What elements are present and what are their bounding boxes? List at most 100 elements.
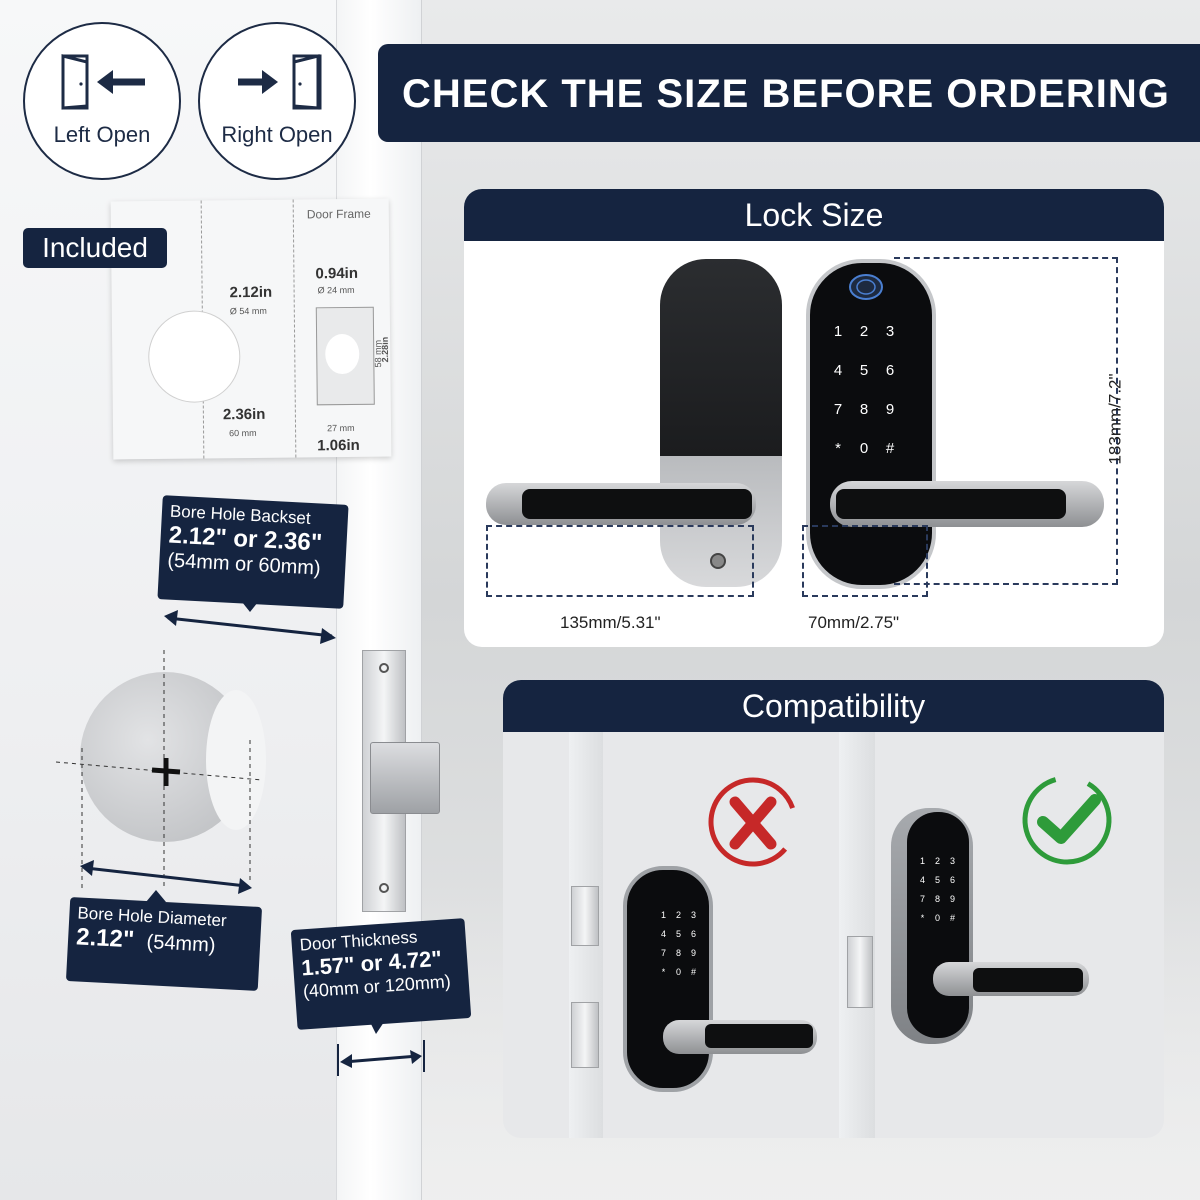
right-open-label: Right Open <box>221 122 333 147</box>
lock-back-unit <box>660 259 782 587</box>
keypad-key: 8 <box>934 894 940 904</box>
keypad-key: 7 <box>833 401 843 418</box>
keypad-key: 2 <box>859 323 869 340</box>
keypad-key: 3 <box>885 323 895 340</box>
keypad-key: 1 <box>833 323 843 340</box>
keypad-key: 7 <box>919 894 925 904</box>
left-open-label: Left Open <box>53 122 151 147</box>
keypad-key: 6 <box>885 362 895 379</box>
latch-mm-label: Ø 24 mm <box>317 284 355 296</box>
keypad-key: 0 <box>934 913 940 923</box>
keypad-key: 8 <box>859 401 869 418</box>
diameter-callout: Bore Hole Diameter 2.12" (54mm) <box>65 897 263 991</box>
bore-hole-guides <box>56 650 263 894</box>
compatible-lever-insert <box>973 968 1083 992</box>
keypad-key: 6 <box>690 929 696 939</box>
bore-hole-latch-notch <box>206 690 266 830</box>
compatibility-title: Compatibility <box>503 680 1164 732</box>
deadbolt-plate <box>571 886 599 946</box>
banner-title: CHECK THE SIZE BEFORE ORDERING <box>402 72 1170 116</box>
keypad-key: 6 <box>949 875 955 885</box>
keypad-key: 8 <box>675 948 681 958</box>
keypad-key: 5 <box>675 929 681 939</box>
screw-icon <box>379 883 389 893</box>
screw-icon <box>379 663 389 673</box>
keypad-key: 9 <box>885 401 895 418</box>
key-cylinder-icon <box>710 553 726 569</box>
door-frame-good <box>839 732 875 1138</box>
keypad-key: 7 <box>660 948 666 958</box>
left-open-badge: Left Open <box>23 22 181 180</box>
incompatible-lever-insert <box>705 1024 813 1048</box>
diameter-value: 2.12" <box>75 923 135 954</box>
backset-dimension-arrow <box>164 602 336 644</box>
depth-dimension-box <box>802 525 928 597</box>
keypad-key: 4 <box>919 875 925 885</box>
lock-front-lever-insert <box>836 489 1066 519</box>
lock-front-unit <box>806 259 936 589</box>
plate-width-in: 1.06in <box>317 436 360 455</box>
latch-bolt <box>370 742 440 814</box>
bore-mm-label: Ø 54 mm <box>229 305 267 317</box>
latch-in-label: 0.94in <box>315 264 359 283</box>
door-left-arrow-icon <box>61 54 145 110</box>
included-tag: Included <box>23 228 167 268</box>
incompatible-lock <box>623 866 713 1092</box>
keypad-key: * <box>920 913 925 923</box>
compatible-latch-plate <box>847 936 873 1008</box>
keypad-key: 1 <box>660 910 666 920</box>
keypad-key: 4 <box>833 362 843 379</box>
keypad-key: # <box>949 913 955 923</box>
diameter-metric: (54mm) <box>146 931 216 957</box>
keypad-key: 5 <box>934 875 940 885</box>
lock-back-lever-insert <box>522 489 752 519</box>
thickness-callout: Door Thickness 1.57" or 4.72" (40mm or 1… <box>290 918 472 1030</box>
keypad-key: * <box>661 967 666 977</box>
check-circle-icon <box>1022 775 1112 865</box>
backset-mm-label: 60 mm <box>229 427 257 439</box>
door-right-arrow-icon <box>238 54 322 110</box>
right-open-badge: Right Open <box>198 22 356 180</box>
width-dimension-box <box>486 525 754 597</box>
bore-in-label: 2.12in <box>229 283 273 302</box>
keypad-key: * <box>835 440 841 457</box>
backset-in-label: 2.36in <box>222 405 266 424</box>
keypad-key: # <box>885 440 895 457</box>
keypad-key: 1 <box>919 856 925 866</box>
keypad-key: 0 <box>675 967 681 977</box>
keypad-key: 2 <box>934 856 940 866</box>
depth-dimension-label: 70mm/2.75" <box>808 613 900 632</box>
latch-plate-outline <box>315 306 375 406</box>
compatible-lock-face <box>907 812 969 1038</box>
keypad-key: # <box>690 967 696 977</box>
latch-plate <box>571 1002 599 1068</box>
plate-height-in: 2.28in <box>379 336 391 363</box>
door-frame-label: Door Frame <box>306 206 371 222</box>
keypad-key: 5 <box>859 362 869 379</box>
template-guide-line <box>292 199 297 458</box>
backset-callout: Bore Hole Backset 2.12" or 2.36" (54mm o… <box>157 495 349 609</box>
keypad-key: 4 <box>660 929 666 939</box>
keypad-key: 3 <box>949 856 955 866</box>
fingerprint-icon <box>849 274 883 300</box>
cross-circle-icon <box>708 777 798 867</box>
plate-width-mm: 27 mm <box>326 422 355 434</box>
keypad-key: 3 <box>690 910 696 920</box>
keypad-key: 9 <box>949 894 955 904</box>
keypad-key: 9 <box>690 948 696 958</box>
diameter-pointer <box>146 890 166 902</box>
keypad-key: 2 <box>675 910 681 920</box>
height-dimension-box <box>894 257 1118 585</box>
thickness-dimension-arrow <box>337 1022 425 1076</box>
height-dimension-label: 183mm/7.2" <box>1105 373 1125 465</box>
size-banner: CHECK THE SIZE BEFORE ORDERING <box>378 44 1200 142</box>
lock-size-title: Lock Size <box>464 189 1164 241</box>
keypad-key: 0 <box>859 440 869 457</box>
width-dimension-label: 135mm/5.31" <box>560 613 661 632</box>
bore-hole-cutout <box>147 310 241 404</box>
